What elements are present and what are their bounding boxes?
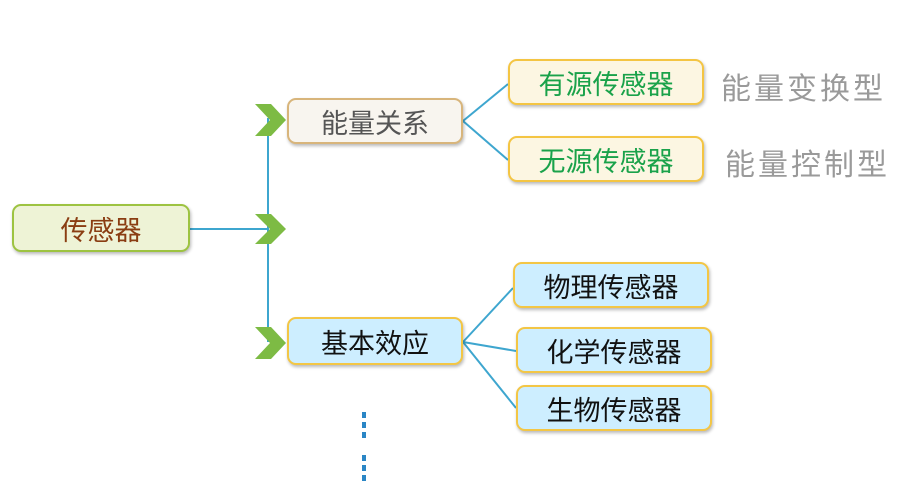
category-node-basic-effect: 基本效应: [287, 317, 463, 365]
chevron-right-icon: [255, 214, 286, 244]
chevron-right-icon: [255, 104, 286, 136]
leaf-node-passive-sensor: 无源传感器: [508, 136, 704, 182]
chevron-right-icon: [255, 327, 286, 359]
leaf-node-biological-sensor: 生物传感器: [516, 385, 712, 431]
leaf-node-active-sensor: 有源传感器: [508, 59, 704, 105]
note-energy-conversion: 能量变换型: [721, 72, 886, 107]
leaf-node-physical-sensor: 物理传感器: [513, 262, 709, 308]
category-node-energy-relation: 能量关系: [287, 98, 463, 144]
leaf-node-chemical-sensor: 化学传感器: [516, 327, 712, 373]
vertical-ellipsis-icon: [362, 412, 366, 481]
root-node-sensor: 传感器: [12, 204, 190, 252]
note-energy-control: 能量控制型: [725, 148, 890, 183]
